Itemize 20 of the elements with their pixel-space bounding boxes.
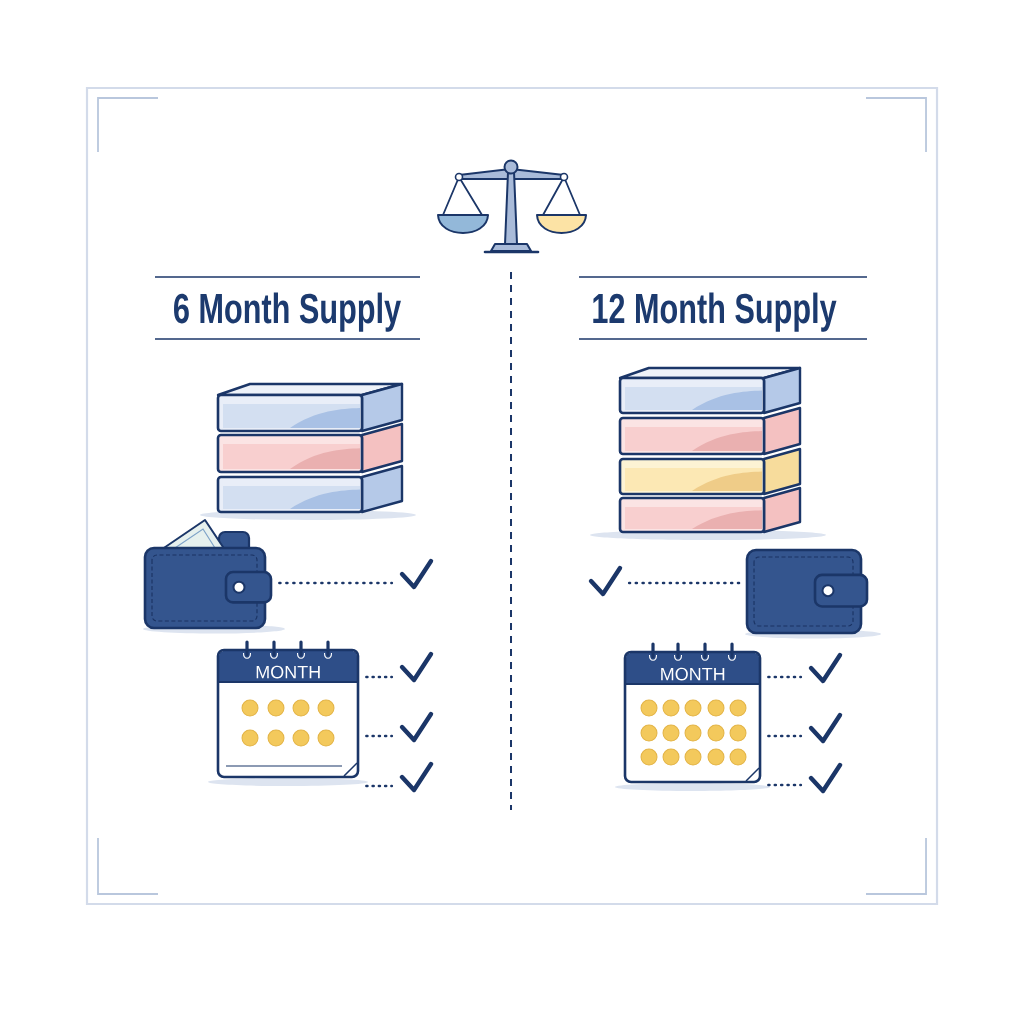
leader-line (767, 734, 803, 738)
leader-line (365, 784, 394, 788)
checkmark (399, 761, 434, 793)
leader-line (767, 675, 803, 679)
leader-line (278, 581, 394, 585)
checkmark (399, 651, 434, 683)
checkmark (808, 712, 843, 744)
leader-line (627, 581, 741, 585)
checkmark (808, 762, 843, 794)
checkmark (399, 558, 434, 590)
leader-line (365, 675, 394, 679)
checkmark (399, 711, 434, 743)
column-heading: 12 Month Supply (593, 292, 837, 332)
leader-line (365, 734, 394, 738)
checkmark (808, 652, 843, 684)
leader-line (767, 783, 803, 787)
checkmark (588, 565, 623, 597)
wallet (143, 519, 285, 634)
column-heading: 6 Month Supply (174, 292, 401, 332)
wallet (745, 548, 881, 639)
